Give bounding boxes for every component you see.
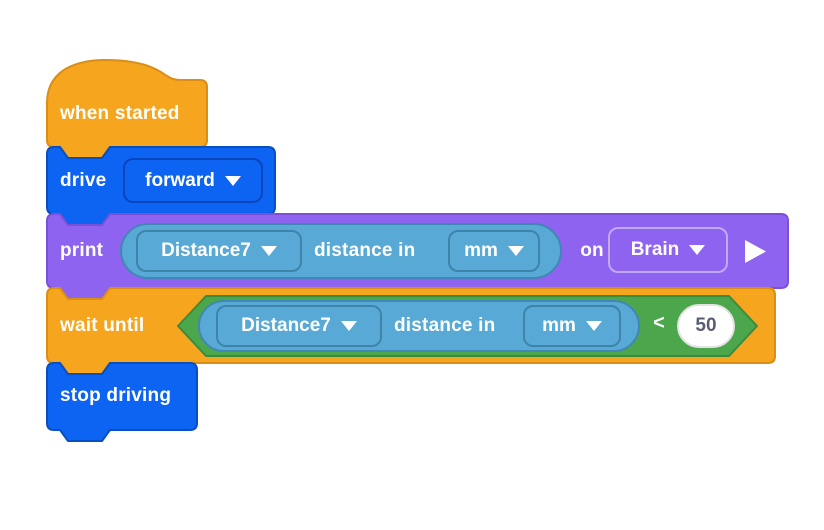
threshold-number-input[interactable]: 50 bbox=[677, 304, 735, 348]
print-label: print bbox=[60, 240, 104, 261]
chevron-down-icon bbox=[507, 246, 524, 256]
chevron-down-icon bbox=[689, 245, 706, 255]
print-screen-dropdown[interactable]: Brain bbox=[608, 227, 728, 273]
wait-sensor-device-dropdown[interactable]: Distance7 bbox=[216, 305, 382, 347]
print-sensor-unit-value: mm bbox=[464, 240, 498, 261]
wait-sensor-device-value: Distance7 bbox=[241, 315, 331, 336]
drive-direction-value: forward bbox=[145, 169, 215, 191]
chevron-down-icon bbox=[340, 321, 357, 331]
print-sensor-device-value: Distance7 bbox=[161, 240, 251, 261]
stop-driving-block-shape[interactable] bbox=[46, 362, 198, 442]
chevron-down-icon bbox=[260, 246, 277, 256]
print-screen-value: Brain bbox=[630, 239, 680, 260]
drive-label: drive bbox=[60, 170, 107, 191]
drive-direction-dropdown[interactable]: forward bbox=[123, 158, 263, 203]
print-sensor-distance-in-label: distance in bbox=[314, 240, 416, 261]
chevron-down-icon bbox=[585, 321, 602, 331]
wait-sensor-unit-value: mm bbox=[542, 315, 576, 336]
print-on-label: on bbox=[580, 240, 604, 261]
print-sensor-unit-dropdown[interactable]: mm bbox=[448, 230, 540, 272]
print-sensor-reporter-pill[interactable] bbox=[120, 223, 562, 279]
wait-sensor-reporter-pill[interactable] bbox=[198, 300, 640, 352]
when-started-label: when started bbox=[60, 103, 180, 124]
wait-sensor-distance-in-label: distance in bbox=[394, 315, 496, 336]
chevron-down-icon bbox=[224, 175, 241, 186]
expand-arrow-icon[interactable] bbox=[745, 240, 766, 263]
wait-until-label: wait until bbox=[60, 315, 145, 336]
wait-sensor-unit-dropdown[interactable]: mm bbox=[523, 305, 621, 347]
stop-driving-label: stop driving bbox=[60, 385, 172, 406]
less-than-operator-label: < bbox=[653, 312, 665, 334]
print-sensor-device-dropdown[interactable]: Distance7 bbox=[136, 230, 302, 272]
